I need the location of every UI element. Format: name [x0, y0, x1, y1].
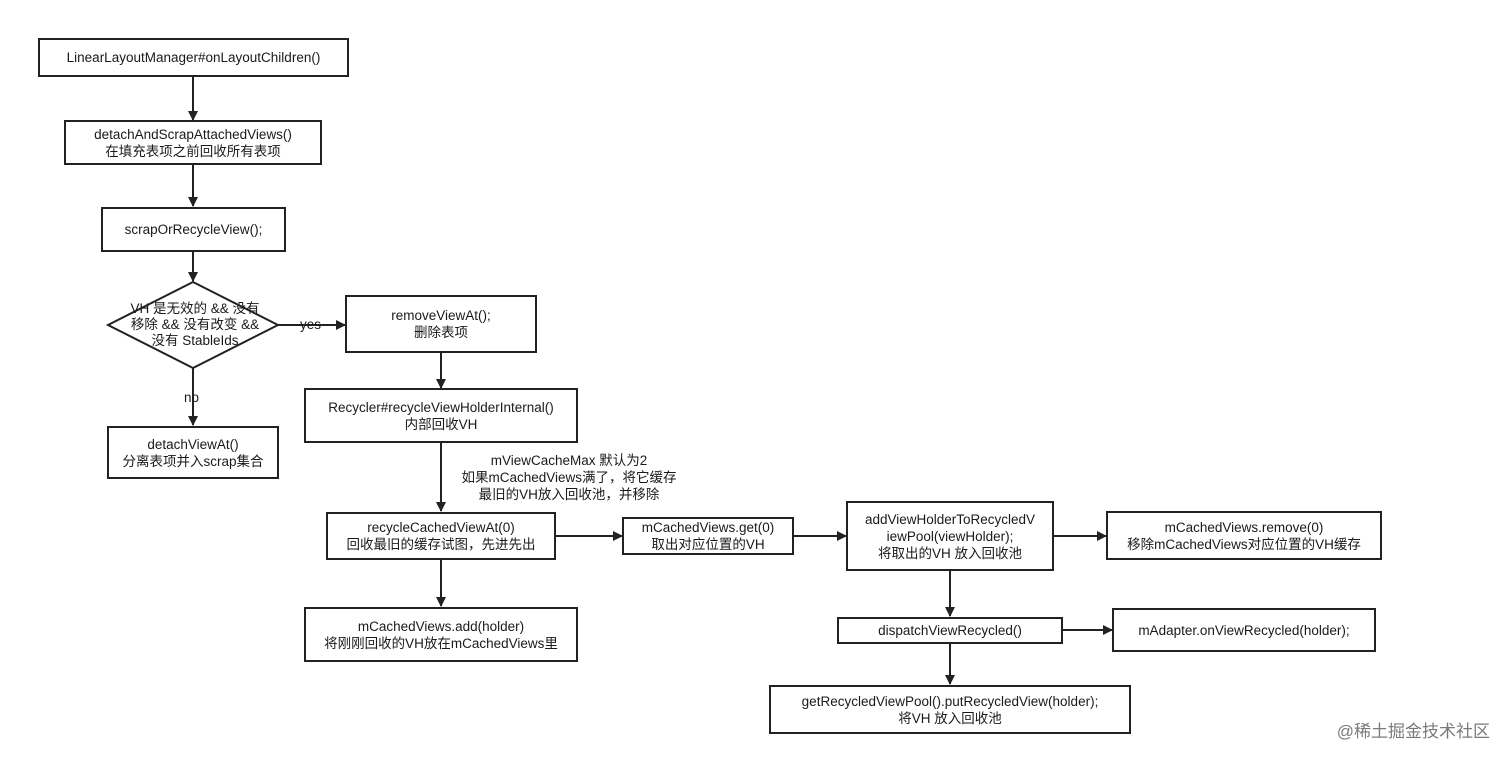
node-dispatchrecycled: dispatchViewRecycled() — [837, 617, 1063, 644]
node-onlayoutchildren: LinearLayoutManager#onLayoutChildren() — [38, 38, 349, 77]
node-removeviewat-line1: removeViewAt(); — [391, 308, 491, 323]
edge-label-no: no — [184, 390, 200, 405]
node-cachedremove: mCachedViews.remove(0) 移除mCachedViews对应位… — [1106, 511, 1382, 560]
cache-note-line1: mViewCacheMax 默认为2 — [490, 453, 648, 468]
node-cachedremove-line1: mCachedViews.remove(0) — [1164, 519, 1324, 535]
node-detachviewat: detachViewAt() 分离表项并入scrap集合 — [107, 426, 279, 479]
node-scraporrecycle-line1: scrapOrRecycleView(); — [124, 222, 263, 237]
edge-label-yes: yes — [300, 317, 322, 332]
node-onlayoutchildren-line1: LinearLayoutManager#onLayoutChildren() — [66, 50, 321, 65]
node-cachedadd-line2: 将刚刚回收的VH放在mCachedViews里 — [324, 635, 558, 651]
node-removeviewat-line2: 删除表项 — [414, 325, 468, 340]
node-addtopool-line3: 将取出的VH 放入回收池 — [877, 545, 1022, 561]
node-cachedremove-line2: 移除mCachedViews对应位置的VH缓存 — [1127, 536, 1361, 552]
node-adapterrecycled-line1: mAdapter.onViewRecycled(holder); — [1138, 622, 1350, 638]
cache-note-line2: 如果mCachedViews满了，将它缓存 — [461, 470, 677, 485]
node-addtopool-line2: iewPool(viewHolder); — [886, 528, 1014, 544]
node-cachedget-line2: 取出对应位置的VH — [651, 537, 765, 552]
decision-line3: 没有 StableIds — [151, 333, 239, 348]
node-detachandscrap: detachAndScrapAttachedViews() 在填充表项之前回收所… — [64, 120, 322, 165]
cache-note: mViewCacheMax 默认为2 如果mCachedViews满了，将它缓存… — [452, 452, 686, 503]
decision-line1: VH 是无效的 && 没有 — [130, 301, 260, 316]
node-detachviewat-line2: 分离表项并入scrap集合 — [122, 453, 264, 469]
node-removeviewat: removeViewAt(); 删除表项 — [345, 295, 537, 353]
node-cachedadd-line1: mCachedViews.add(holder) — [357, 618, 525, 634]
watermark: @稀土掘金技术社区 — [1336, 722, 1490, 741]
decision-text: VH 是无效的 && 没有 移除 && 没有改变 && 没有 StableIds — [112, 300, 278, 350]
node-detachandscrap-line2: 在填充表项之前回收所有表项 — [105, 143, 281, 159]
node-recyclecachedviewat-line1: recycleCachedViewAt(0) — [367, 520, 515, 535]
decision-line2: 移除 && 没有改变 && — [130, 317, 260, 332]
node-recycleinternal-line1: Recycler#recycleViewHolderInternal() — [328, 399, 554, 415]
node-cachedget: mCachedViews.get(0) 取出对应位置的VH — [622, 517, 794, 555]
node-recyclecachedviewat-line2: 回收最旧的缓存试图，先进先出 — [346, 537, 536, 552]
cache-note-line3: 最旧的VH放入回收池，并移除 — [478, 487, 660, 502]
node-recyclecachedviewat: recycleCachedViewAt(0) 回收最旧的缓存试图，先进先出 — [326, 512, 556, 560]
node-detachandscrap-line1: detachAndScrapAttachedViews() — [94, 126, 292, 142]
node-cachedget-line1: mCachedViews.get(0) — [641, 520, 775, 535]
node-putrecycled: getRecycledViewPool().putRecycledView(ho… — [769, 685, 1131, 734]
node-putrecycled-line2: 将VH 放入回收池 — [898, 710, 1002, 726]
node-detachviewat-line1: detachViewAt() — [147, 436, 239, 452]
node-putrecycled-line1: getRecycledViewPool().putRecycledView(ho… — [801, 693, 1099, 709]
node-addtopool-line1: addViewHolderToRecycledV — [864, 511, 1036, 527]
node-recycleinternal: Recycler#recycleViewHolderInternal() 内部回… — [304, 388, 578, 443]
node-adapterrecycled: mAdapter.onViewRecycled(holder); — [1112, 608, 1376, 652]
node-recycleinternal-line2: 内部回收VH — [404, 416, 478, 432]
node-addtopool: addViewHolderToRecycledV iewPool(viewHol… — [846, 501, 1054, 571]
node-dispatchrecycled-line1: dispatchViewRecycled() — [878, 623, 1022, 638]
node-cachedadd: mCachedViews.add(holder) 将刚刚回收的VH放在mCach… — [304, 607, 578, 662]
node-scraporrecycle: scrapOrRecycleView(); — [101, 207, 286, 252]
